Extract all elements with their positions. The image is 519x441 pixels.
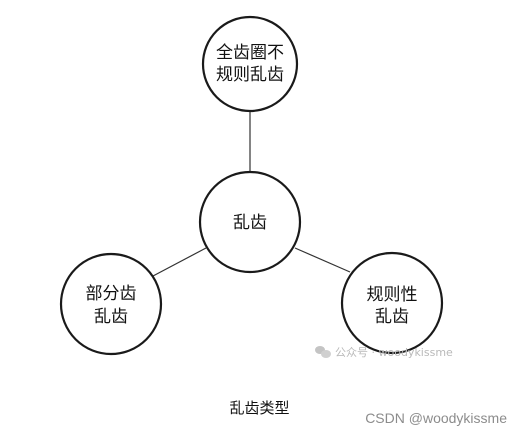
node-left: 部分齿 乱齿 [59,252,163,356]
node-right: 规则性 乱齿 [340,251,444,355]
node-top-line-1: 全齿圈不 [216,43,284,63]
watermark: 公众号 · woodykissme [315,344,453,360]
link-center-left [152,247,207,277]
csdn-credit: CSDN @woodykissme [365,410,507,426]
node-left-line-1: 部分齿 [86,284,137,304]
link-center-right [294,247,351,273]
watermark-text: 公众号 · woodykissme [335,346,453,359]
node-center-label: 乱齿 [233,213,267,233]
node-right-line-2: 乱齿 [375,307,409,327]
node-center: 乱齿 [198,170,302,274]
node-top-line-2: 规则乱齿 [216,65,284,85]
figure-caption: 乱齿类型 [229,399,290,417]
wechat-icon [315,346,331,358]
node-right-line-1: 规则性 [367,285,418,305]
node-top: 全齿圈不 规则乱齿 [201,15,299,113]
node-left-line-2: 乱齿 [94,307,128,327]
